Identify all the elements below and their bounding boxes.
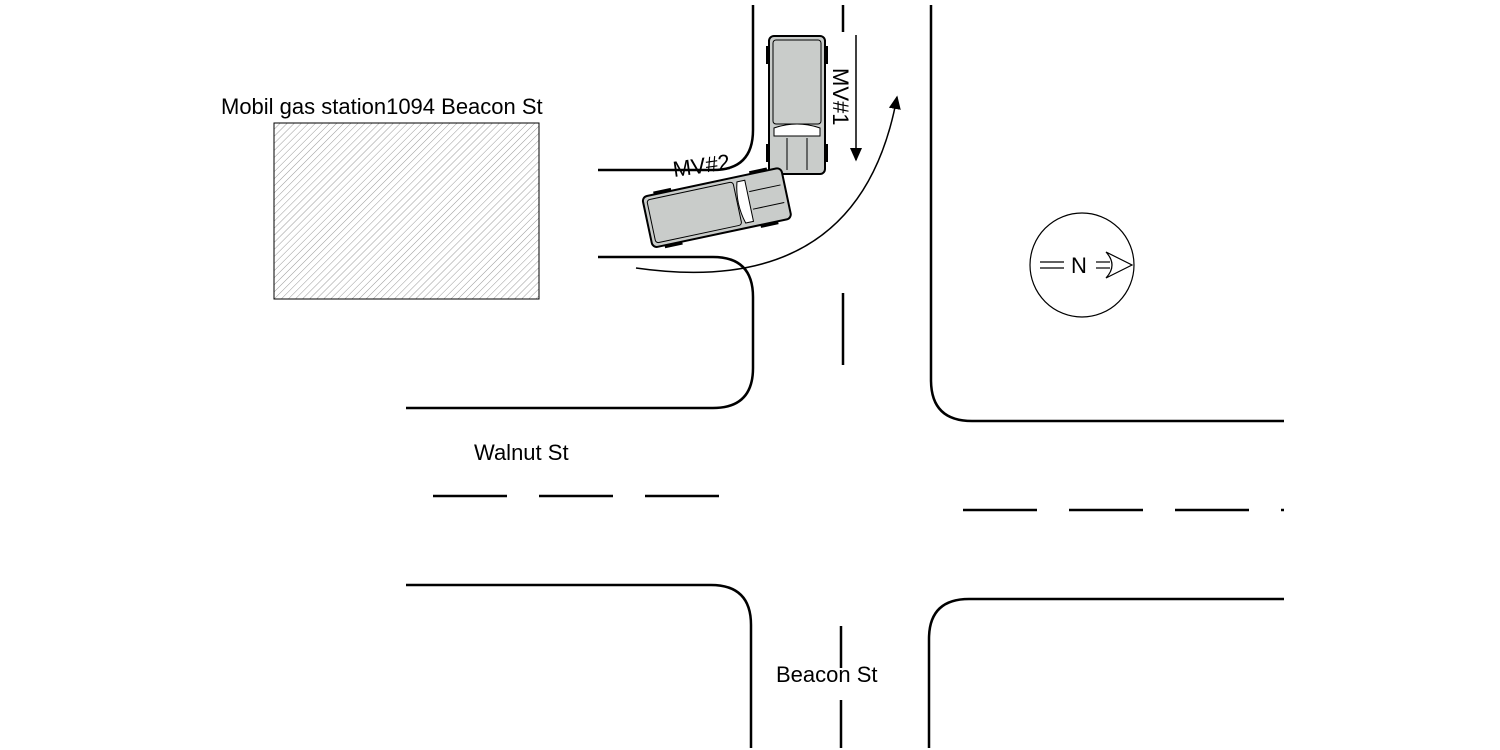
mv1-label: MV#1 — [828, 68, 853, 125]
vehicle-mv2 — [641, 167, 792, 249]
center-lines — [433, 5, 1284, 748]
mv1-windshield — [773, 123, 821, 137]
mv2-label: MV#2 — [671, 149, 731, 182]
road-curbs — [406, 5, 1284, 748]
north-arrow-icon: N — [1029, 212, 1135, 318]
walnut-st-label: Walnut St — [474, 440, 569, 465]
beacon-st-label: Beacon St — [776, 662, 878, 687]
mv2-windshield — [736, 179, 755, 224]
mv2-path-arrow — [635, 95, 901, 274]
mv1-cargo-bed — [772, 39, 822, 125]
vehicle-mv1 — [766, 35, 828, 175]
mv2-cargo-bed — [646, 181, 742, 244]
curb-se — [927, 597, 1284, 748]
north-label: N — [1071, 253, 1087, 278]
curb-nw-lower — [406, 255, 755, 410]
curb-ne — [929, 5, 1284, 423]
curb-sw — [406, 583, 753, 748]
gas-station-label: Mobil gas station1094 Beacon St — [221, 94, 543, 119]
curb-nw-upper — [598, 5, 755, 172]
gas-station-building — [273, 122, 540, 300]
